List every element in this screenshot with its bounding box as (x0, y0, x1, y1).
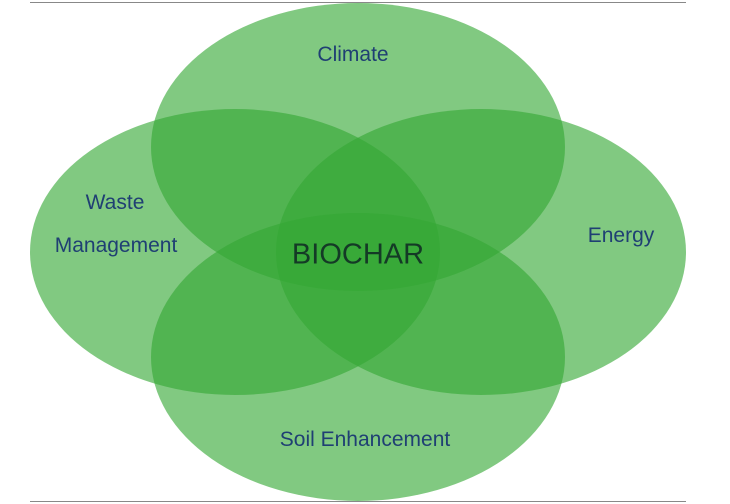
label-climate: Climate (317, 43, 389, 66)
label-energy: Energy (587, 224, 655, 247)
circle-soil-enhancement (151, 213, 565, 501)
label-waste: Waste (85, 191, 145, 214)
label-biochar: BIOCHAR (291, 238, 425, 271)
bottom-rule (30, 501, 686, 502)
top-rule (30, 2, 686, 3)
label-soil-enhancement: Soil Enhancement (279, 428, 451, 451)
label-management: Management (54, 234, 178, 257)
